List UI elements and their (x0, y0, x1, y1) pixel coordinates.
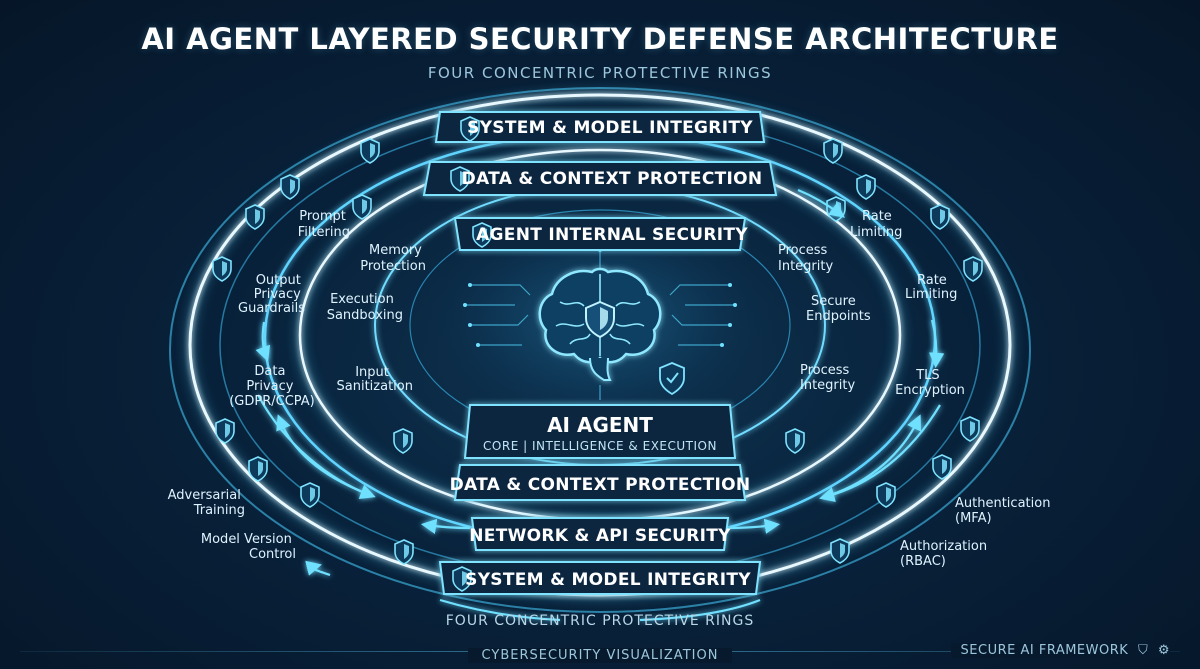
footer-center-label: CYBERSECURITY VISUALIZATION (467, 648, 733, 663)
label-process-integrity-bottom: Process Integrity (800, 363, 855, 393)
check-shield-icon (659, 362, 685, 396)
banner-bottom-outer-label: SYSTEM & MODEL INTEGRITY (465, 570, 751, 590)
page-title: AI AGENT LAYERED SECURITY DEFENSE ARCHIT… (141, 22, 1059, 56)
label-process-integrity-top: Process Integrity (778, 243, 833, 274)
label-execution-sandboxing: Execution Sandboxing (327, 292, 403, 323)
page-subtitle: FOUR CONCENTRIC PROTECTIVE RINGS (427, 64, 773, 82)
footer-right: SECURE AI FRAMEWORK ⛉ ⚙ (950, 643, 1170, 658)
banner-bottom-outer: SYSTEM & MODEL INTEGRITY (438, 561, 762, 595)
flow-arrows (255, 188, 945, 622)
core-banner: AI AGENT CORE | INTELLIGENCE & EXECUTION (463, 404, 737, 459)
arrow-bottom-arc-left (439, 598, 561, 622)
circuit-dots (463, 248, 737, 347)
label-adversarial-training: Adversarial Training (168, 488, 245, 518)
footer-center: CYBERSECURITY VISUALIZATION (0, 644, 1200, 663)
ring-outer-edge (169, 87, 1031, 613)
label-tls-encryption: TLS Encryption (895, 368, 965, 398)
banner-top-outer: SYSTEM & MODEL INTEGRITY (434, 111, 766, 143)
arrow-bottom-right (729, 518, 781, 534)
banner-bottom-data: DATA & CONTEXT PROTECTION (450, 464, 751, 501)
banner-bottom-network-label: NETWORK & API SECURITY (469, 526, 731, 546)
arrow-right-upper (829, 414, 922, 497)
side-labels: Prompt Filtering Output Privacy Guardrai… (168, 209, 1055, 569)
label-input-sanitization: Input Sanitization (337, 365, 413, 394)
arrow-left-upper (276, 414, 366, 495)
banner-bottom-network: NETWORK & API SECURITY (469, 517, 731, 551)
label-secure-endpoints: Secure Endpoints (806, 294, 871, 324)
banner-top-data: DATA & CONTEXT PROTECTION (422, 161, 778, 196)
label-rate-limiting-2: Rate Limiting (905, 273, 957, 302)
label-memory-protection: Memory Protection (360, 243, 426, 274)
gear-icon: ⚙ (1157, 643, 1170, 658)
shield-icon: ⛉ (1137, 643, 1149, 658)
arrow-bottom-arc-right (639, 598, 761, 622)
footer-right-label: SECURE AI FRAMEWORK (960, 643, 1129, 658)
arrow-right-down (928, 319, 945, 369)
banner-top-data-label: DATA & CONTEXT PROTECTION (462, 169, 763, 189)
brain-icon (538, 267, 662, 381)
banner-top-internal-label: AGENT INTERNAL SECURITY (476, 225, 748, 245)
label-output-privacy: Output Privacy Guardrails (238, 273, 305, 316)
label-authorization: Authorization (RBAC) (900, 539, 991, 569)
arrow-left-down (255, 321, 271, 362)
bottom-caption: FOUR CONCENTRIC PROTECTIVE RINGS (445, 613, 755, 629)
label-rate-limiting-1: Rate Limiting (850, 209, 902, 240)
arrow-right-lower (819, 404, 941, 503)
circuit-traces (465, 250, 735, 400)
arrow-outer-left (305, 560, 331, 577)
label-model-version-control: Model Version Control (201, 532, 296, 562)
label-prompt-filtering: Prompt Filtering (298, 209, 350, 240)
banner-top-internal: AGENT INTERNAL SECURITY (453, 217, 748, 251)
banner-top-outer-label: SYSTEM & MODEL INTEGRITY (467, 118, 753, 138)
arrow-top-right (797, 188, 845, 218)
core-subtitle: CORE | INTELLIGENCE & EXECUTION (483, 439, 717, 453)
label-authentication: Authentication (MFA) (955, 496, 1055, 526)
arrow-bottom-left (420, 518, 471, 535)
label-data-privacy: Data Privacy (GDPR/CCPA) (229, 364, 315, 409)
core-title: AI AGENT (547, 413, 653, 437)
banner-bottom-data-label: DATA & CONTEXT PROTECTION (450, 475, 751, 495)
